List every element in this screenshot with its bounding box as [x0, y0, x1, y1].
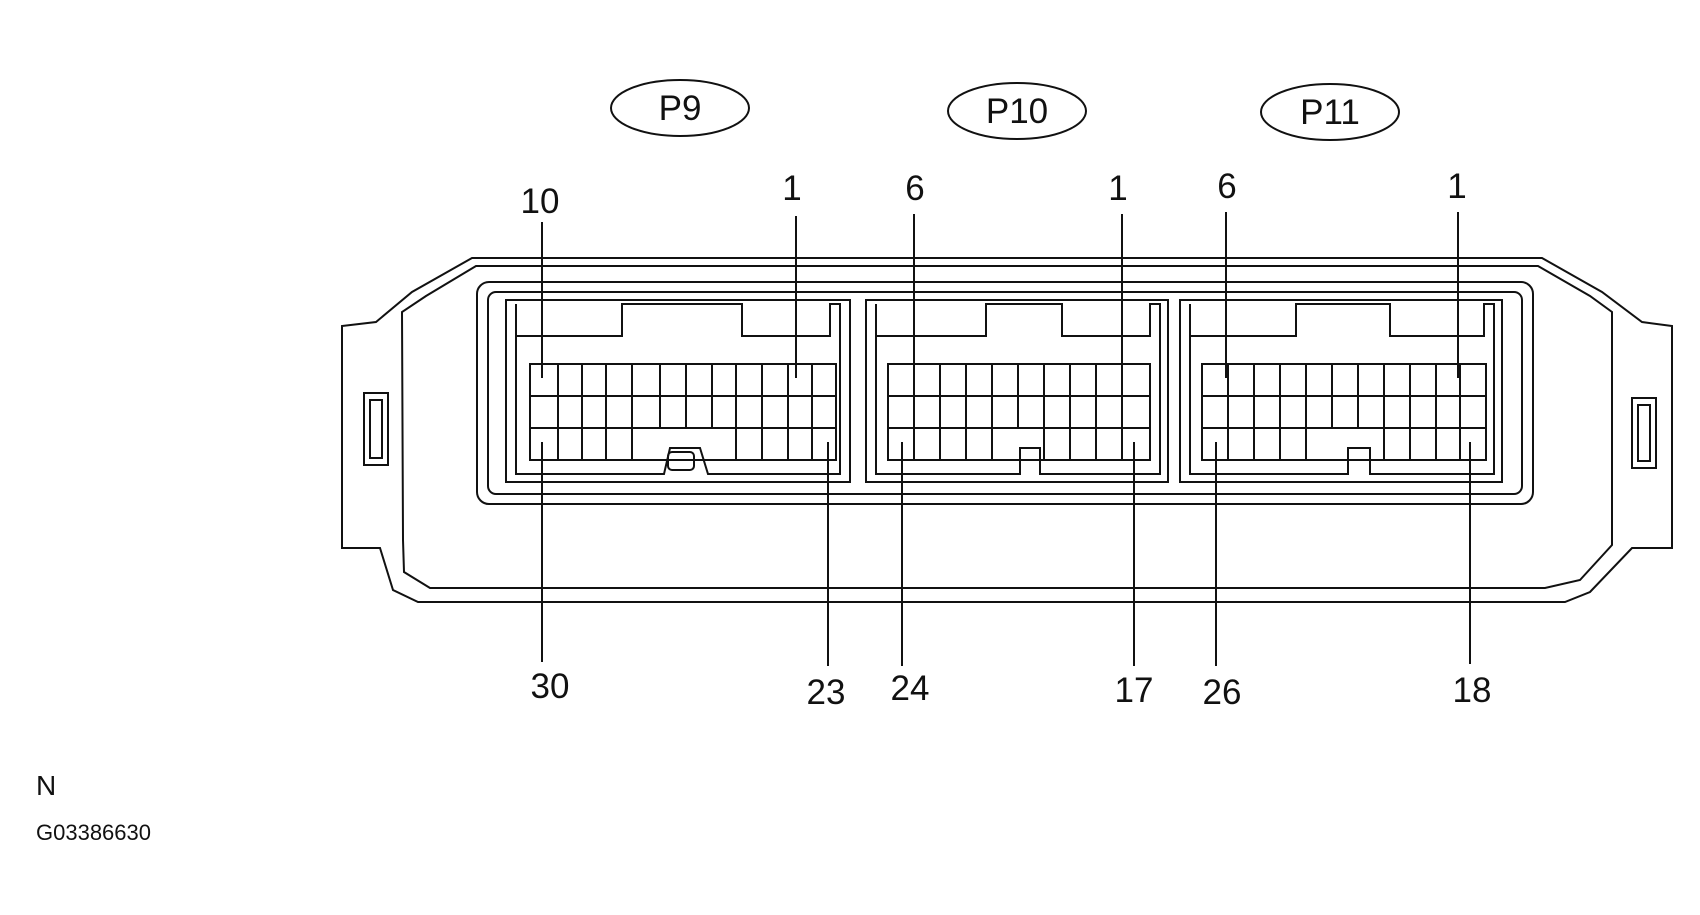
connector-label-p11: P11 — [1300, 93, 1360, 132]
p11-ellipse — [1260, 83, 1400, 141]
p11-pin-top-right: 1 — [1447, 167, 1466, 206]
connector-frame-inner — [487, 291, 1523, 495]
p11-pin-bottom-left: 26 — [1203, 673, 1242, 712]
p9-pin-top-left: 10 — [521, 182, 560, 221]
housing-outer — [341, 257, 1673, 603]
p10-pin-top-left: 6 — [905, 169, 924, 208]
connector-label-p9: P9 — [659, 89, 702, 128]
orientation-label: N — [36, 770, 57, 801]
p9-ellipse — [610, 79, 750, 137]
p11-pin-top-left: 6 — [1217, 167, 1236, 206]
left-latch — [363, 392, 389, 466]
block-p10 — [865, 299, 1169, 483]
p10-pin-bottom-left: 24 — [891, 669, 930, 708]
right-latch — [1631, 397, 1657, 469]
figure-id: G03386630 — [36, 820, 151, 845]
right-latch-inner — [1637, 404, 1651, 462]
p10-pin-bottom-right: 17 — [1115, 671, 1154, 710]
connector-frame-outer — [476, 281, 1534, 505]
block-p9 — [505, 299, 851, 483]
block-p11 — [1179, 299, 1503, 483]
p11-pin-bottom-right: 18 — [1453, 671, 1492, 710]
housing-inner — [400, 265, 1613, 589]
connector-label-p10: P10 — [986, 92, 1048, 131]
p10-pin-top-right: 1 — [1108, 169, 1127, 208]
leader-lines — [541, 212, 1471, 666]
p9-pin-bottom-left: 30 — [531, 667, 570, 706]
p9-pin-bottom-right: 23 — [807, 673, 846, 712]
left-latch-inner — [369, 399, 383, 459]
p9-pin-top-right: 1 — [782, 169, 801, 208]
p10-ellipse — [947, 82, 1087, 140]
